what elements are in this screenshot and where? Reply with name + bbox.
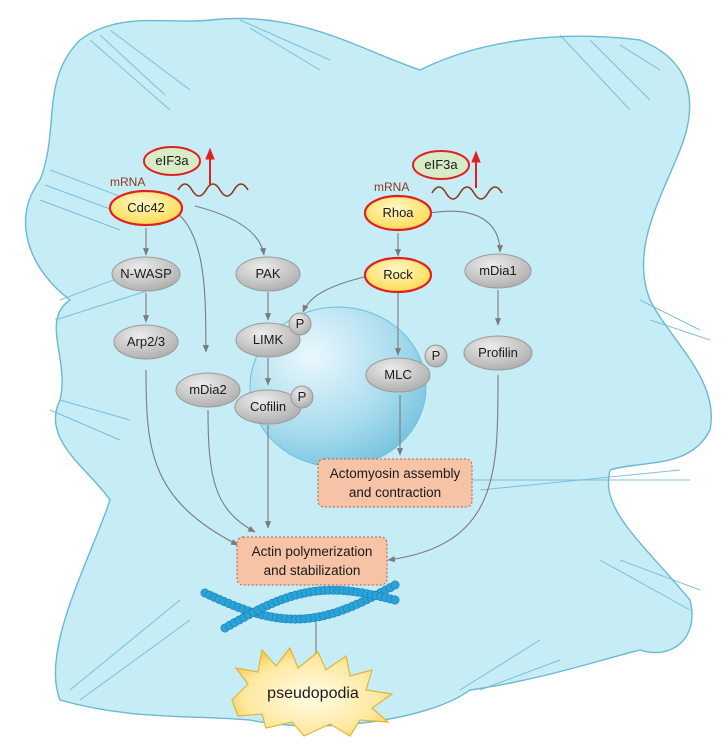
svg-text:Arp2/3: Arp2/3	[127, 334, 165, 349]
cofilin-node: Cofilin	[234, 389, 302, 425]
svg-text:Rock: Rock	[383, 267, 413, 282]
svg-text:mDia1: mDia1	[479, 263, 517, 278]
nwasp-node: N-WASP	[111, 256, 181, 292]
svg-text:and stabilization: and stabilization	[264, 563, 361, 578]
svg-text:PAK: PAK	[255, 266, 280, 281]
svg-text:P: P	[298, 389, 307, 404]
pathway-arrows	[142, 205, 504, 665]
stress-fibres	[39, 19, 711, 701]
profilin-node: Profilin	[463, 335, 533, 371]
actin-monomer	[390, 580, 400, 590]
mrna-label-right: mRNA	[374, 180, 409, 194]
eif3a-node-right: eIF3a	[412, 150, 470, 180]
svg-text:N-WASP: N-WASP	[120, 266, 172, 281]
phospho-mlc: P	[424, 344, 448, 368]
svg-text:eIF3a: eIF3a	[424, 157, 458, 172]
phospho-cofilin: P	[290, 385, 314, 409]
svg-text:Actomyosin assembly: Actomyosin assembly	[330, 466, 461, 481]
cdc42-node: Cdc42	[108, 189, 184, 227]
svg-text:P: P	[296, 316, 305, 331]
arp23-node: Arp2/3	[113, 324, 179, 360]
pseudopodia-shape: pseudopodia	[231, 646, 394, 737]
mrna-wave-right	[431, 186, 503, 200]
svg-text:Cdc42: Cdc42	[127, 200, 165, 215]
svg-text:pseudopodia: pseudopodia	[267, 685, 359, 702]
actomyosin-box: Actomyosin assembly and contraction	[317, 458, 473, 508]
svg-text:LIMK: LIMK	[253, 332, 284, 347]
rhoa-node: Rhoa	[363, 194, 433, 232]
svg-text:eIF3a: eIF3a	[155, 153, 189, 168]
svg-text:Cofilin: Cofilin	[250, 399, 286, 414]
svg-text:MLC: MLC	[384, 367, 411, 382]
mdia1-node: mDia1	[464, 253, 532, 289]
svg-text:Profilin: Profilin	[478, 345, 518, 360]
eif3a-node-left: eIF3a	[143, 146, 201, 176]
svg-text:Actin polymerization: Actin polymerization	[252, 544, 373, 559]
actin-polymerization-box: Actin polymerization and stabilization	[236, 536, 388, 586]
mdia2-node: mDia2	[175, 372, 241, 408]
mlc-node: MLC	[365, 357, 431, 393]
mrna-label-left: mRNA	[110, 175, 145, 189]
limk-node: LIMK	[235, 322, 301, 358]
rock-node: Rock	[363, 256, 433, 294]
actin-filament	[200, 580, 400, 633]
svg-text:Rhoa: Rhoa	[382, 205, 414, 220]
phospho-limk: P	[288, 312, 312, 336]
actin-monomer	[390, 595, 400, 605]
mrna-wave-left	[177, 183, 249, 197]
svg-text:and contraction: and contraction	[349, 485, 441, 500]
svg-text:P: P	[432, 348, 441, 363]
pak-node: PAK	[235, 256, 301, 292]
svg-text:mDia2: mDia2	[189, 382, 227, 397]
